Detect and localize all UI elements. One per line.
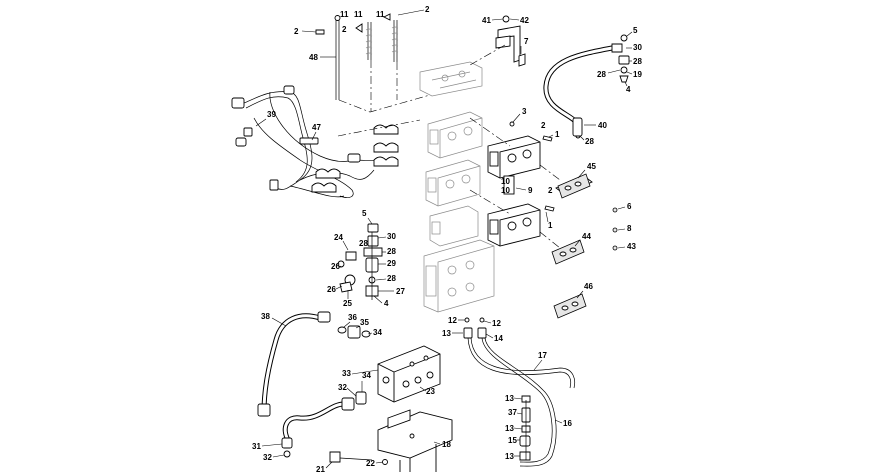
gasket-44 [551, 239, 585, 265]
valve-stack [423, 111, 561, 313]
callout-label: 28 [585, 137, 594, 146]
callout-label: 32 [338, 383, 347, 392]
callout-label: 30 [633, 43, 642, 52]
callout-label: 42 [520, 16, 529, 25]
callout-label: 2 [425, 5, 430, 14]
valve-body-upper [487, 135, 541, 179]
fittings-34-36 [337, 325, 371, 339]
callout-label: 1 [548, 221, 553, 230]
callout-label: 17 [538, 351, 547, 360]
callout-label: 11 [376, 10, 385, 19]
callout-label: 33 [342, 369, 351, 378]
callout-label: 34 [362, 371, 371, 380]
callout-label: 30 [387, 232, 396, 241]
valve-section-3 [429, 205, 479, 247]
callout-label: 39 [267, 110, 276, 119]
hoses-16-17 [463, 317, 575, 467]
gasket-46 [553, 293, 587, 319]
wiring-harness [231, 85, 421, 198]
callout-labels: 2 11 11 11 2 2 48 41 42 7 5 30 28 28 19 … [252, 5, 642, 472]
callout-label: 12 [448, 316, 457, 325]
callout-label: 4 [626, 85, 631, 94]
callout-label: 13 [505, 424, 514, 433]
callout-label: 13 [442, 329, 451, 338]
callout-label: 7 [524, 37, 529, 46]
callout-label: 11 [340, 10, 349, 19]
callout-label: 26 [331, 262, 340, 271]
callout-label: 47 [312, 123, 321, 132]
callout-label: 24 [334, 233, 343, 242]
callout-label: 45 [587, 162, 596, 171]
callout-label: 28 [597, 70, 606, 79]
callout-label: 9 [528, 186, 533, 195]
gasket-45 [555, 173, 593, 199]
callout-label: 28 [387, 274, 396, 283]
callout-label: 6 [627, 202, 632, 211]
hose-38 [257, 311, 331, 417]
callout-label: 44 [582, 232, 591, 241]
callout-label: 23 [426, 387, 435, 396]
callout-label: 27 [396, 287, 405, 296]
hose-40 [543, 34, 630, 139]
hose-lower [281, 391, 367, 458]
callout-label: 15 [508, 436, 517, 445]
callout-label: 36 [348, 313, 357, 322]
callout-label: 12 [492, 319, 501, 328]
upper-bracket [419, 61, 483, 97]
callout-label: 14 [494, 334, 503, 343]
callout-label: 32 [263, 453, 272, 462]
callout-label: 3 [522, 107, 527, 116]
callout-label: 46 [584, 282, 593, 291]
callout-label: 2 [342, 25, 347, 34]
harness-connectors [311, 124, 399, 193]
callout-label: 28 [387, 247, 396, 256]
callout-label: 10 [501, 186, 510, 195]
callout-label: 26 [327, 285, 336, 294]
manifold-block-23 [377, 345, 441, 403]
callout-label: 28 [359, 239, 368, 248]
callout-label: 37 [508, 408, 517, 417]
callout-label: 13 [505, 452, 514, 461]
mount-bracket [469, 15, 526, 67]
valve-section-1 [427, 111, 483, 159]
callout-label: 18 [442, 440, 451, 449]
callout-label: 38 [261, 312, 270, 321]
valve-body-lower [487, 203, 541, 247]
bracket-18 [329, 409, 453, 472]
callout-label: 25 [343, 299, 352, 308]
small-fasteners [503, 121, 618, 251]
callout-label: 41 [482, 16, 491, 25]
callout-label: 2 [541, 121, 546, 130]
fittings-stack-right [519, 395, 531, 461]
callout-label: 5 [633, 26, 638, 35]
callout-label: 11 [354, 10, 363, 19]
callout-label: 22 [366, 459, 375, 468]
gaskets [551, 173, 593, 319]
callout-label: 13 [505, 394, 514, 403]
valve-manifold-main [423, 239, 495, 313]
callout-label: 16 [563, 419, 572, 428]
callout-label: 2 [548, 186, 553, 195]
callout-label: 2 [294, 27, 299, 36]
callout-label: 28 [633, 57, 642, 66]
callout-label: 8 [627, 224, 632, 233]
valve-section-2 [425, 159, 481, 207]
callout-label: 1 [555, 130, 560, 139]
callout-label: 31 [252, 442, 261, 451]
callout-label: 40 [598, 121, 607, 130]
callout-label: 5 [362, 209, 367, 218]
callout-label: 35 [360, 318, 369, 327]
callout-label: 10 [501, 177, 510, 186]
callout-label: 29 [387, 259, 396, 268]
valve-fitting-assembly [337, 223, 383, 300]
callout-label: 4 [384, 299, 389, 308]
callout-label: 43 [627, 242, 636, 251]
callout-label: 48 [309, 53, 318, 62]
callout-label: 19 [633, 70, 642, 79]
callout-label: 34 [373, 328, 382, 337]
callout-label: 21 [316, 465, 325, 472]
stud-rods [315, 13, 431, 113]
